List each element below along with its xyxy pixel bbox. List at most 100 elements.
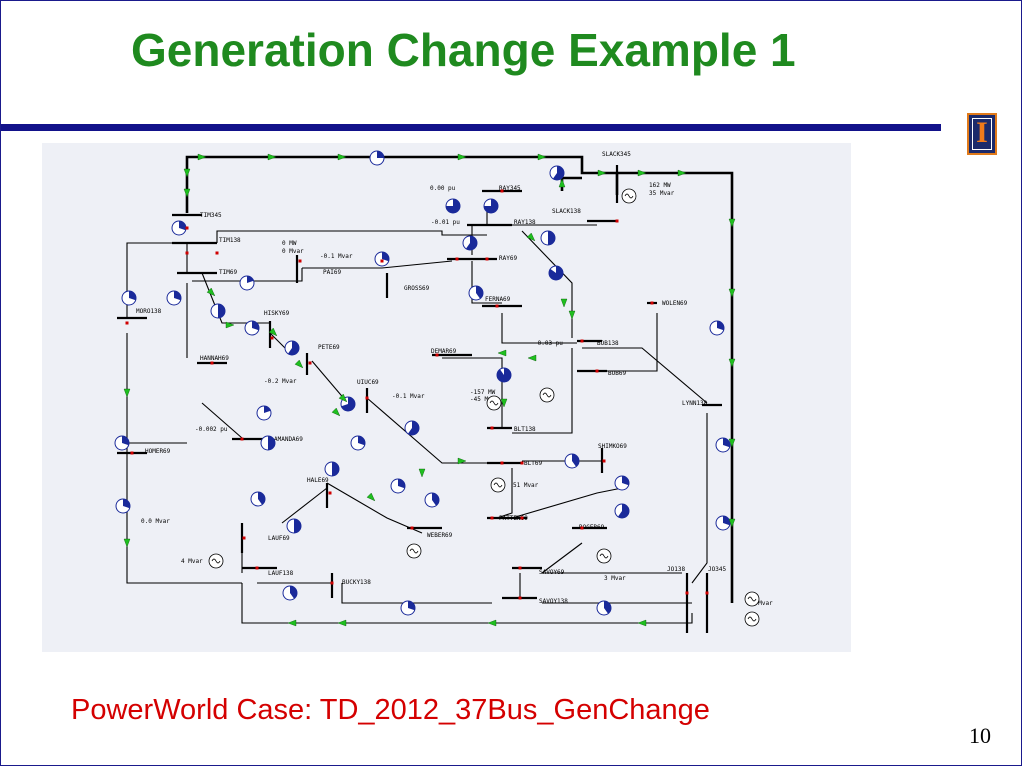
flow-arrow xyxy=(337,619,347,627)
line-loading-pie xyxy=(404,420,420,436)
annotation-label: -0.1 Mvar xyxy=(392,393,425,400)
flow-arrow xyxy=(337,153,347,161)
line-loading-pie xyxy=(244,320,260,336)
circuit-breaker xyxy=(215,251,219,255)
bus-label-bob69: BOB69 xyxy=(608,370,626,377)
annotation-label: -0.03 pu xyxy=(534,340,563,347)
generator-icon xyxy=(486,395,502,411)
bus-label-tim69: TIM69 xyxy=(219,269,237,276)
line-lynn138-jo138 xyxy=(691,413,708,584)
annotation-label: 2 Mvar xyxy=(751,600,773,607)
line-loading-pie xyxy=(171,220,187,236)
university-logo: I xyxy=(967,113,997,155)
line-loading-pie xyxy=(483,198,499,214)
circuit-breaker xyxy=(685,591,689,595)
annotation-label: 35 Mvar xyxy=(649,190,675,197)
circuit-breaker xyxy=(242,536,246,540)
circuit-breaker xyxy=(495,304,499,308)
loading-pies xyxy=(114,150,731,616)
oneline-svg: SLACK345RAY345SLACK138RAY138TIM345TIM138… xyxy=(114,150,773,633)
bus-label-moro138: MORO138 xyxy=(136,308,162,315)
bus-label-jo345: JO345 xyxy=(708,566,726,573)
annotation-label: -0.01 pu xyxy=(431,219,460,226)
line-loading-pie xyxy=(496,367,512,383)
flow-arrow xyxy=(597,169,607,177)
generator-icon xyxy=(208,553,224,569)
slide-title: Generation Change Example 1 xyxy=(131,24,796,76)
circuit-breaker xyxy=(435,353,439,357)
line-slack345-jo345 xyxy=(617,171,734,603)
bus-label-amanda69: AMANDA69 xyxy=(274,436,303,443)
flow-arrow xyxy=(637,619,647,627)
bus-label-bob138: BOB138 xyxy=(597,340,619,347)
circuit-breaker xyxy=(255,566,259,570)
circuit-breaker xyxy=(130,451,134,455)
line-loading-pie xyxy=(239,275,255,291)
line-bucky138-savoy138 xyxy=(341,583,492,604)
circuit-breaker xyxy=(615,219,619,223)
line-south-loop xyxy=(241,583,693,624)
circuit-breaker xyxy=(298,259,302,263)
bus-label-weber69: WEBER69 xyxy=(427,532,453,539)
circuit-breaker xyxy=(485,257,489,261)
line-loading-pie xyxy=(260,435,276,451)
bus-label-pete69: PETE69 xyxy=(318,344,340,351)
line-loading-pie xyxy=(282,585,298,601)
flow-arrow xyxy=(457,457,467,465)
annotation-label: 0 MW xyxy=(282,240,297,247)
circuit-breaker xyxy=(185,226,189,230)
flow-arrow xyxy=(526,232,536,242)
line-tim138-moro138 xyxy=(126,242,187,318)
bus-labels: SLACK345RAY345SLACK138RAY138TIM345TIM138… xyxy=(136,151,726,605)
circuit-breaker xyxy=(602,459,606,463)
flow-arrow xyxy=(457,153,467,161)
annotation-label: 4 Mvar xyxy=(181,558,203,565)
line-loading-pie xyxy=(548,265,564,281)
flow-arrow xyxy=(206,287,216,297)
title-divider xyxy=(1,124,941,131)
flow-arrow xyxy=(197,153,207,161)
line-loading-pie xyxy=(115,498,131,514)
case-caption: PowerWorld Case: TD_2012_37Bus_GenChange xyxy=(71,694,710,726)
line-loading-pie xyxy=(400,600,416,616)
flow-arrow xyxy=(728,518,736,528)
flow-arrow xyxy=(183,168,191,178)
flow-arrow xyxy=(497,349,507,357)
flow-arrow xyxy=(183,188,191,198)
line-loading-pie xyxy=(114,435,130,451)
annotation-label: 0.00 pu xyxy=(430,185,456,192)
circuit-breaker xyxy=(520,461,524,465)
circuit-breaker xyxy=(518,566,522,570)
line-loading-pie xyxy=(614,475,630,491)
line-loading-pie xyxy=(715,515,731,531)
bus-label-slack345: SLACK345 xyxy=(602,151,631,158)
line-loading-pie xyxy=(709,320,725,336)
generator-icon xyxy=(490,477,506,493)
bus-label-lauf138: LAUF138 xyxy=(268,570,294,577)
logo-letter: I xyxy=(976,116,988,149)
flow-arrow xyxy=(225,321,235,329)
flow-arrow xyxy=(123,538,131,548)
bus-label-gross69: GROSS69 xyxy=(404,285,430,292)
flow-arrow xyxy=(568,310,576,320)
generators xyxy=(208,188,760,627)
circuit-breaker xyxy=(490,516,494,520)
bus-label-hisky69: HISKY69 xyxy=(264,310,290,317)
annotation-label: 0.0 Mvar xyxy=(141,518,170,525)
flow-arrow xyxy=(728,288,736,298)
annotation-label: 3 Mvar xyxy=(604,575,626,582)
bus-label-uiuc69: UIUC69 xyxy=(357,379,379,386)
line-loading-pie xyxy=(286,518,302,534)
bus-label-ray138: RAY138 xyxy=(514,219,536,226)
bus-label-hale69: HALE69 xyxy=(307,477,329,484)
flow-arrow xyxy=(418,468,426,478)
breakers xyxy=(125,189,709,600)
line-ferna69-bob69 xyxy=(501,313,577,344)
circuit-breaker xyxy=(410,526,414,530)
bus-label-homer69: HOMER69 xyxy=(145,448,171,455)
flow-arrow xyxy=(527,354,537,362)
circuit-breaker xyxy=(500,189,504,193)
bus-label-shimko69: SHIMKO69 xyxy=(598,443,627,450)
